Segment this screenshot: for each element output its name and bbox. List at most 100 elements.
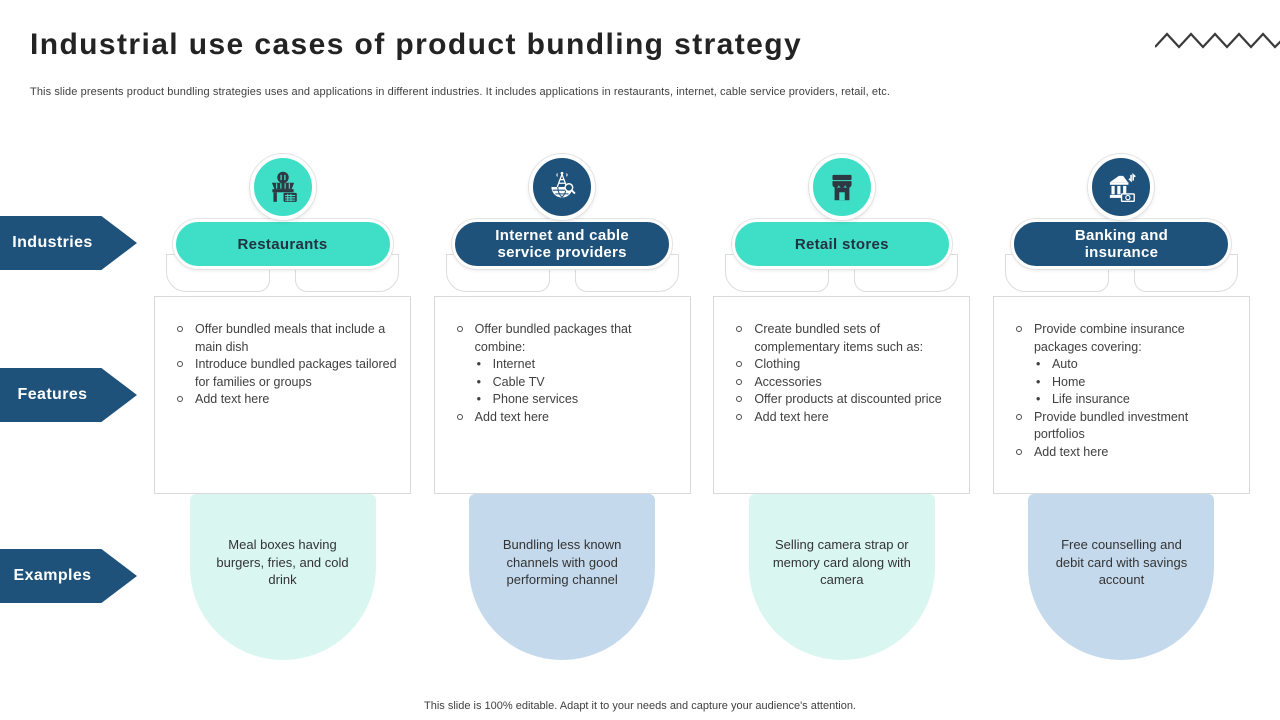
feature-item: Provide combine insurance packages cover…: [1014, 321, 1237, 356]
hollow-bullet-icon: [177, 361, 183, 367]
example-text: Selling camera strap or memory card alon…: [772, 537, 911, 587]
feature-text: Clothing: [754, 357, 801, 371]
feature-item: Accessories: [734, 374, 957, 392]
hollow-bullet-icon: [736, 378, 743, 385]
bank-icon: [1103, 169, 1139, 205]
industry-icon-circle: [529, 154, 596, 220]
example-shape: Free counselling and debit card with sav…: [1028, 494, 1215, 660]
example-shape: Bundling less known channels with good p…: [469, 494, 656, 660]
feature-subitem: • Auto: [1036, 356, 1237, 374]
feature-subitem: • Internet: [477, 356, 678, 374]
features-list: Create bundled sets of complementary ite…: [714, 297, 969, 426]
feature-item: Clothing: [734, 356, 957, 374]
industry-pill-label: Restaurants: [237, 235, 328, 253]
feature-subitem: • Phone services: [477, 391, 678, 409]
hollow-bullet-icon: [1015, 448, 1022, 455]
dot-bullet-icon: •: [1035, 357, 1041, 371]
feature-text: Provide combine insurance packages cover…: [1033, 322, 1185, 354]
antenna-globe-icon: [544, 169, 580, 205]
industry-pill: Banking and insurance: [1011, 219, 1232, 269]
hollow-bullet-icon: [736, 361, 743, 367]
hollow-bullet-icon: [177, 396, 183, 402]
features-list: Offer bundled meals that include a main …: [155, 297, 410, 409]
hollow-bullet-icon: [456, 326, 463, 332]
dot-bullet-icon: •: [1035, 374, 1041, 389]
industry-pill: Internet and cable service providers: [452, 219, 673, 269]
feature-text: Offer bundled meals that include a main …: [195, 322, 386, 354]
industry-icon-circle: [1088, 154, 1155, 220]
food-stall-icon: [265, 169, 301, 205]
feature-subtext: Cable TV: [492, 374, 545, 389]
hollow-bullet-icon: [1015, 326, 1022, 332]
industry-icon-circle: [249, 154, 316, 220]
feature-text: Add text here: [754, 409, 829, 424]
industry-column: Retail stores Create bundled sets of com…: [713, 145, 971, 660]
industry-pill-label: Banking and insurance: [1074, 227, 1169, 261]
feature-subtext: Home: [1051, 374, 1086, 389]
hollow-bullet-icon: [456, 413, 463, 420]
feature-text: Accessories: [754, 374, 822, 389]
zigzag-icon: [1155, 32, 1280, 49]
storefront-icon: [824, 169, 860, 205]
dot-bullet-icon: •: [476, 374, 482, 389]
feature-item: Introduce bundled packages tailored for …: [175, 356, 398, 391]
features-list: Provide combine insurance packages cover…: [994, 297, 1249, 461]
feature-text: Add text here: [195, 392, 270, 406]
row-label-industries: Industries: [0, 216, 137, 270]
hollow-bullet-icon: [1015, 413, 1022, 420]
industry-column: Banking and insurance Provide combine in…: [992, 145, 1250, 660]
feature-subitem: • Home: [1036, 374, 1237, 392]
features-box: Offer bundled packages that combine: • Int…: [433, 296, 691, 494]
slide-subtitle: This slide presents product bundling str…: [30, 86, 891, 98]
dot-bullet-icon: •: [1035, 392, 1041, 406]
feature-text: Provide bundled investment portfolios: [1033, 409, 1189, 442]
dot-bullet-icon: •: [476, 392, 482, 406]
example-shape: Selling camera strap or memory card alon…: [748, 494, 935, 660]
industry-column: Internet and cable service providers Off…: [433, 145, 691, 660]
industry-columns: Restaurants Offer bundled meals that inc…: [154, 145, 1250, 660]
feature-subtext: Internet: [492, 357, 536, 371]
feature-text: Add text here: [474, 409, 550, 424]
features-list: Offer bundled packages that combine: • Int…: [435, 297, 690, 426]
dot-bullet-icon: •: [476, 357, 482, 371]
feature-subtext: Life insurance: [1051, 392, 1130, 406]
hollow-bullet-icon: [736, 413, 743, 420]
feature-item: Offer bundled packages that combine:: [455, 321, 678, 356]
row-label-text: Examples: [13, 567, 92, 584]
example-shape: Meal boxes having burgers, fries, and co…: [189, 494, 376, 660]
feature-item: Offer bundled meals that include a main …: [175, 321, 398, 356]
hollow-bullet-icon: [736, 326, 743, 332]
feature-text: Offer products at discounted price: [754, 392, 942, 406]
row-label-features: Features: [0, 368, 137, 422]
row-label-text: Features: [17, 386, 88, 403]
industry-pill-label: Internet and cable service providers: [495, 227, 630, 261]
feature-item: Create bundled sets of complementary ite…: [734, 321, 957, 356]
example-text: Free counselling and debit card with sav…: [1055, 537, 1188, 587]
feature-text: Create bundled sets of complementary ite…: [754, 322, 924, 354]
industry-column: Restaurants Offer bundled meals that inc…: [154, 145, 411, 660]
row-label-text: Industries: [12, 234, 93, 251]
slide-footer-note: This slide is 100% editable. Adapt it to…: [424, 700, 856, 712]
feature-subitem: • Cable TV: [477, 374, 678, 392]
feature-item: Add text here: [1014, 444, 1237, 462]
feature-subtext: Phone services: [492, 392, 579, 406]
example-text: Bundling less known channels with good p…: [502, 537, 622, 587]
industry-pill: Restaurants: [172, 219, 393, 269]
row-label-examples: Examples: [0, 549, 137, 603]
feature-subitem: • Life insurance: [1036, 391, 1237, 409]
slide-title: Industrial use cases of product bundling…: [30, 28, 803, 61]
example-text: Meal boxes having burgers, fries, and co…: [216, 537, 349, 587]
features-box: Provide combine insurance packages cover…: [992, 296, 1250, 494]
feature-text: Introduce bundled packages tailored for …: [195, 357, 397, 389]
feature-item: Add text here: [734, 409, 957, 427]
industry-pill-label: Retail stores: [794, 235, 889, 253]
hollow-bullet-icon: [736, 396, 743, 402]
industry-pill: Retail stores: [731, 219, 952, 269]
hollow-bullet-icon: [177, 326, 183, 332]
features-box: Create bundled sets of complementary ite…: [713, 296, 971, 494]
feature-text: Offer bundled packages that combine:: [474, 322, 632, 354]
feature-subtext: Auto: [1051, 357, 1078, 371]
features-box: Offer bundled meals that include a main …: [154, 296, 411, 494]
industry-icon-circle: [808, 154, 875, 220]
feature-text: Add text here: [1033, 444, 1109, 459]
